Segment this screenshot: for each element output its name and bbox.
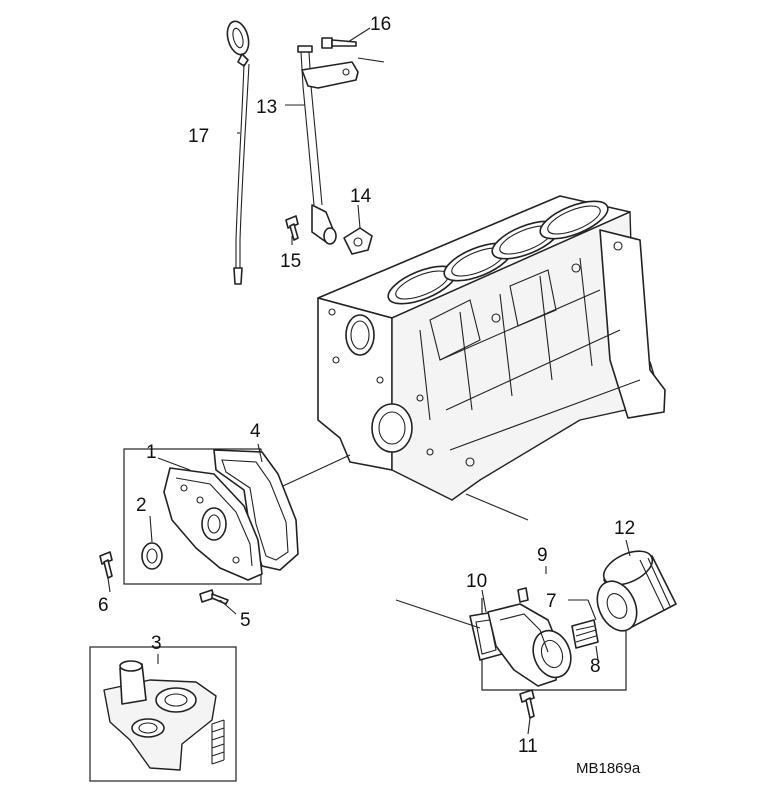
oil-filter <box>596 550 677 632</box>
callout-11: 11 <box>518 736 538 757</box>
callout-13: 13 <box>256 97 277 118</box>
callout-5: 5 <box>240 610 251 631</box>
oil-pump-repair-kit <box>89 646 237 782</box>
bracket-14 <box>343 227 373 255</box>
leader-lines <box>107 27 631 735</box>
callout-1: 1 <box>146 442 157 463</box>
callout-6: 6 <box>98 595 109 616</box>
oil-pump-group <box>99 448 299 605</box>
callout-14: 14 <box>350 186 372 207</box>
callout-7: 7 <box>546 591 557 612</box>
callout-9: 9 <box>537 545 548 566</box>
callout-labels: 17 13 16 14 15 1 2 4 6 5 3 9 10 7 8 11 1… <box>98 14 635 757</box>
callout-12: 12 <box>614 518 635 539</box>
callout-16: 16 <box>370 14 391 35</box>
bolt-15 <box>285 215 299 241</box>
callout-10: 10 <box>466 571 487 592</box>
drawing-code: MB1869a <box>576 760 641 777</box>
bolt-16 <box>321 37 385 63</box>
cylinder-block <box>317 195 666 501</box>
oil-filter-housing-group <box>469 587 627 719</box>
callout-15: 15 <box>280 251 301 272</box>
callout-3: 3 <box>151 633 162 654</box>
dipstick-tube <box>297 45 359 245</box>
callout-17: 17 <box>188 126 209 147</box>
callout-2: 2 <box>136 495 147 516</box>
callout-4: 4 <box>250 421 261 442</box>
dipstick <box>226 20 250 285</box>
callout-8: 8 <box>590 656 601 677</box>
